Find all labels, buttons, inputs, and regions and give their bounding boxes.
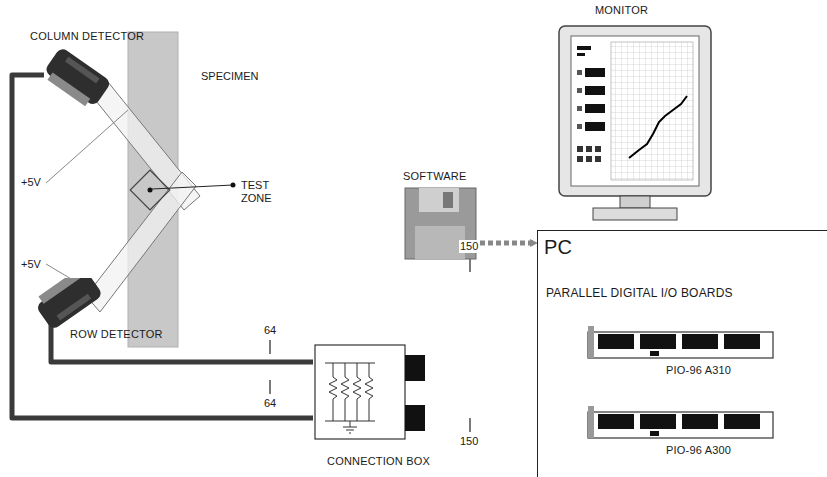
- voltage-label: +5V: [20, 176, 42, 189]
- data-flow-arrow: [480, 241, 536, 246]
- leader-dot: [231, 183, 236, 188]
- monitor: MONITOR: [555, 4, 715, 228]
- node-label: SOFTWARE: [403, 170, 467, 183]
- test-zone-square: [130, 170, 170, 210]
- leader-line: [152, 185, 233, 189]
- column-detector-icon: [38, 48, 118, 108]
- row-beam: [86, 172, 196, 312]
- row-detector-icon: [33, 278, 113, 328]
- column-detector: COLUMN DETECTOR: [28, 30, 218, 112]
- node-label: PIO-96 A310: [666, 364, 731, 377]
- connection-box-icon: [313, 343, 428, 441]
- tick-mark: [469, 418, 470, 432]
- wire-count: 64: [263, 324, 277, 337]
- tick-mark: [269, 380, 270, 394]
- io-board: PIO-96 A310: [586, 324, 786, 384]
- node-label: ROW DETECTOR: [70, 328, 163, 341]
- specimen-label: SPECIMEN: [200, 70, 259, 83]
- connection-box: CONNECTION BOX: [313, 343, 432, 473]
- row-detector: ROW DETECTOR: [28, 278, 198, 344]
- node-label: PC: [544, 235, 572, 259]
- pc-box: PC PARALLEL DIGITAL I/O BOARDS PIO-96 A310…: [537, 230, 827, 477]
- io-board: PIO-96 A300: [586, 404, 786, 464]
- wire-count: 150: [459, 435, 479, 448]
- node-label: PIO-96 A300: [666, 444, 731, 457]
- wire-count: 64: [263, 397, 277, 410]
- supply-wire: [46, 110, 128, 183]
- wire-count: 150: [459, 240, 479, 253]
- node-label: MONITOR: [595, 4, 648, 17]
- node-subtitle: PARALLEL DIGITAL I/O BOARDS: [546, 286, 733, 300]
- monitor-icon: [555, 22, 715, 222]
- signal-cable: [51, 324, 313, 362]
- io-board-icon: [586, 404, 776, 442]
- tick-mark: [469, 258, 470, 272]
- voltage-label: +5V: [20, 258, 42, 271]
- node-label: CONNECTION BOX: [327, 455, 430, 468]
- tick-mark: [269, 340, 270, 354]
- io-board-icon: [586, 324, 776, 362]
- test-zone-dot: [148, 188, 153, 193]
- node-label: COLUMN DETECTOR: [30, 30, 144, 43]
- test-zone-label: TEST ZONE: [240, 179, 278, 205]
- signal-cable: [12, 75, 313, 418]
